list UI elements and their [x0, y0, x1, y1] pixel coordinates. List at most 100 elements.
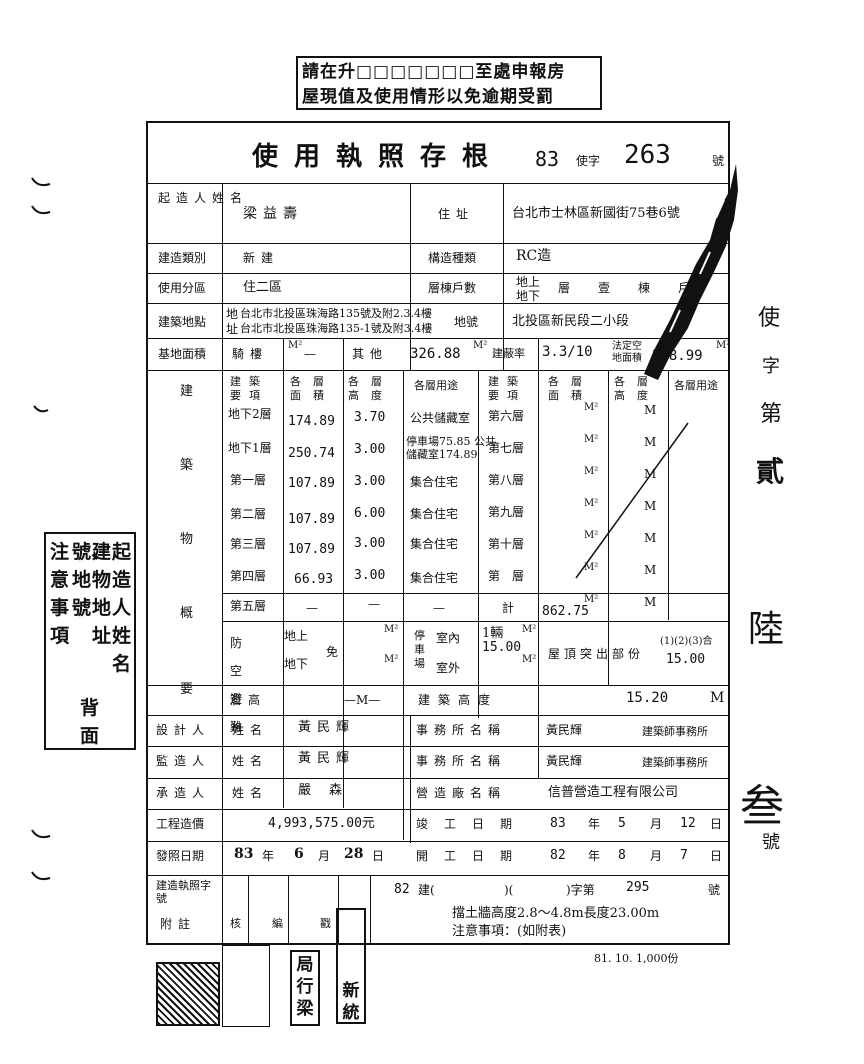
floors-label: 層棟戶數	[428, 281, 477, 295]
issue-label: 發照日期	[156, 849, 205, 863]
start-label: 開工日期	[416, 849, 529, 863]
summary-side-5: 要	[180, 682, 194, 697]
approver-stamp-text: 新統	[342, 981, 360, 1023]
unit-m2: M²	[522, 654, 537, 665]
floor-label: 第三層	[230, 537, 267, 551]
floor-height: 3.00	[354, 442, 386, 457]
header-height-right: 各層高度	[614, 375, 660, 402]
floor-use: 集合住宅	[410, 475, 459, 489]
designer-name-label: 姓名	[232, 723, 269, 737]
parking-out: 室外	[436, 661, 461, 675]
build-type-value: 新建	[243, 251, 280, 265]
floor-label: 第一層	[230, 473, 267, 487]
shelter-label: 防空避難	[230, 636, 253, 734]
floor-use: —	[433, 601, 445, 615]
area-label: 基地面積	[158, 347, 207, 361]
notice-line-1: 請在升□□□□□□□至處申報房	[302, 62, 566, 82]
side-note-box: 起造人姓名 建物地址 號、地號 注意事項 背 面	[44, 532, 136, 750]
floor-label: 第二層	[230, 507, 267, 521]
floor-label-right: 第九層	[488, 505, 525, 519]
site-tag-1: 地	[226, 307, 239, 321]
designer-office-suffix: 建築師事務所	[642, 725, 708, 738]
floor-height: 3.70	[354, 410, 386, 425]
unit-m: M	[644, 435, 657, 449]
floor-label: 地下2層	[228, 407, 272, 421]
header-height: 各層高度	[348, 375, 394, 402]
floors-count: 壹	[598, 281, 611, 295]
floor-height: —	[368, 597, 380, 611]
void-strike-line	[575, 422, 689, 579]
other-label: 其他	[352, 347, 389, 361]
floor-area: 107.89	[288, 476, 335, 491]
roof-tag: (1)(2)(3)合	[660, 636, 713, 647]
right-mark-2: 字	[762, 356, 780, 377]
right-mark-7: 號	[762, 832, 780, 853]
right-mark-1: 使	[758, 306, 781, 331]
contractor-label: 承造人	[156, 786, 211, 800]
parking-area: 15.00	[482, 640, 522, 655]
notice-line-2: 屋現值及使用情形以免逾期受罰	[302, 87, 554, 107]
eaves-value: —M—	[344, 693, 381, 707]
legal-unit: M²	[716, 340, 731, 351]
contractor-name: 嚴森	[298, 783, 361, 798]
header-area-right: 各層面積	[548, 375, 594, 402]
designer-office-label: 事務所名稱	[416, 723, 507, 737]
site-row-1: 台北市北投區珠海路135號及附2.3.4樓	[240, 307, 432, 320]
right-mark-4: 貳	[756, 455, 785, 488]
issue-d-unit: 日	[372, 849, 385, 863]
floor-height: 6.00	[354, 506, 386, 521]
shelter-below: 地下	[284, 657, 309, 671]
designer-office: 黃民輝	[546, 723, 583, 737]
unit-m2: M²	[384, 654, 399, 665]
unit-m2: M²	[384, 624, 399, 635]
address-value: 台北市士林區新國街75巷6號	[512, 206, 680, 221]
unit-m2: M²	[522, 624, 537, 635]
building-height-unit: M	[710, 690, 725, 706]
supervisor-office: 黃民輝	[546, 754, 583, 768]
completion-day: 12	[680, 816, 696, 831]
torn-edge-damage	[644, 164, 738, 380]
permit-text-2: )(	[504, 883, 514, 897]
coverage-label: 建蔽率	[492, 347, 525, 360]
floor-area: 107.89	[288, 512, 335, 527]
floor-label: 地下1層	[228, 441, 272, 455]
floors-bldg: 棟	[638, 281, 651, 295]
summary-side-3: 物	[180, 532, 194, 547]
total-label: 計	[502, 601, 515, 615]
issue-m-unit: 月	[318, 849, 331, 863]
floors-layer: 層	[558, 281, 571, 295]
floor-area: 107.89	[288, 542, 335, 557]
retaining-wall-note: 擋土牆高度2.8～4.8m長度23.00m	[452, 906, 660, 921]
summary-side-1: 建	[180, 384, 194, 399]
supervisor-office-suffix: 建築師事務所	[642, 756, 708, 769]
permit-year: 82	[394, 882, 410, 897]
start-day: 7	[680, 848, 688, 863]
right-mark-5: 陸	[748, 609, 785, 650]
other-unit: M²	[473, 340, 488, 351]
side-back-2: 面	[80, 725, 100, 747]
arcade-unit: M²	[288, 340, 303, 351]
supervisor-label: 監造人	[156, 754, 211, 768]
unit-m2: M²	[584, 562, 599, 573]
unit-m2: M²	[584, 594, 599, 605]
side-note-col-3: 號、地號	[72, 541, 111, 619]
completion-label: 竣工日期	[416, 817, 529, 831]
floor-use: 集合住宅	[410, 571, 459, 585]
unit-m2: M²	[584, 498, 599, 509]
arcade-value: —	[304, 347, 316, 361]
floor-label: 第四層	[230, 569, 267, 583]
parking-label: 停車場	[414, 629, 425, 670]
floor-area: 250.74	[288, 446, 335, 461]
builder-label: 起造人姓名	[158, 191, 249, 205]
reviewer-stamp: 局行梁	[290, 950, 320, 1026]
building-height-value: 15.20	[626, 690, 669, 706]
legal-label: 法定空地面積	[612, 341, 642, 364]
official-seal-stamp	[156, 962, 220, 1026]
contractor-name-label: 姓名	[232, 786, 269, 800]
build-type-label: 建造類別	[158, 251, 207, 265]
floor-label-right: 第七層	[488, 441, 525, 455]
permit-suffix: 號	[708, 883, 721, 897]
permit-label: 建造執照字號	[156, 879, 211, 905]
builder-name: 梁益壽	[243, 206, 303, 222]
start-year: 82	[550, 848, 566, 863]
